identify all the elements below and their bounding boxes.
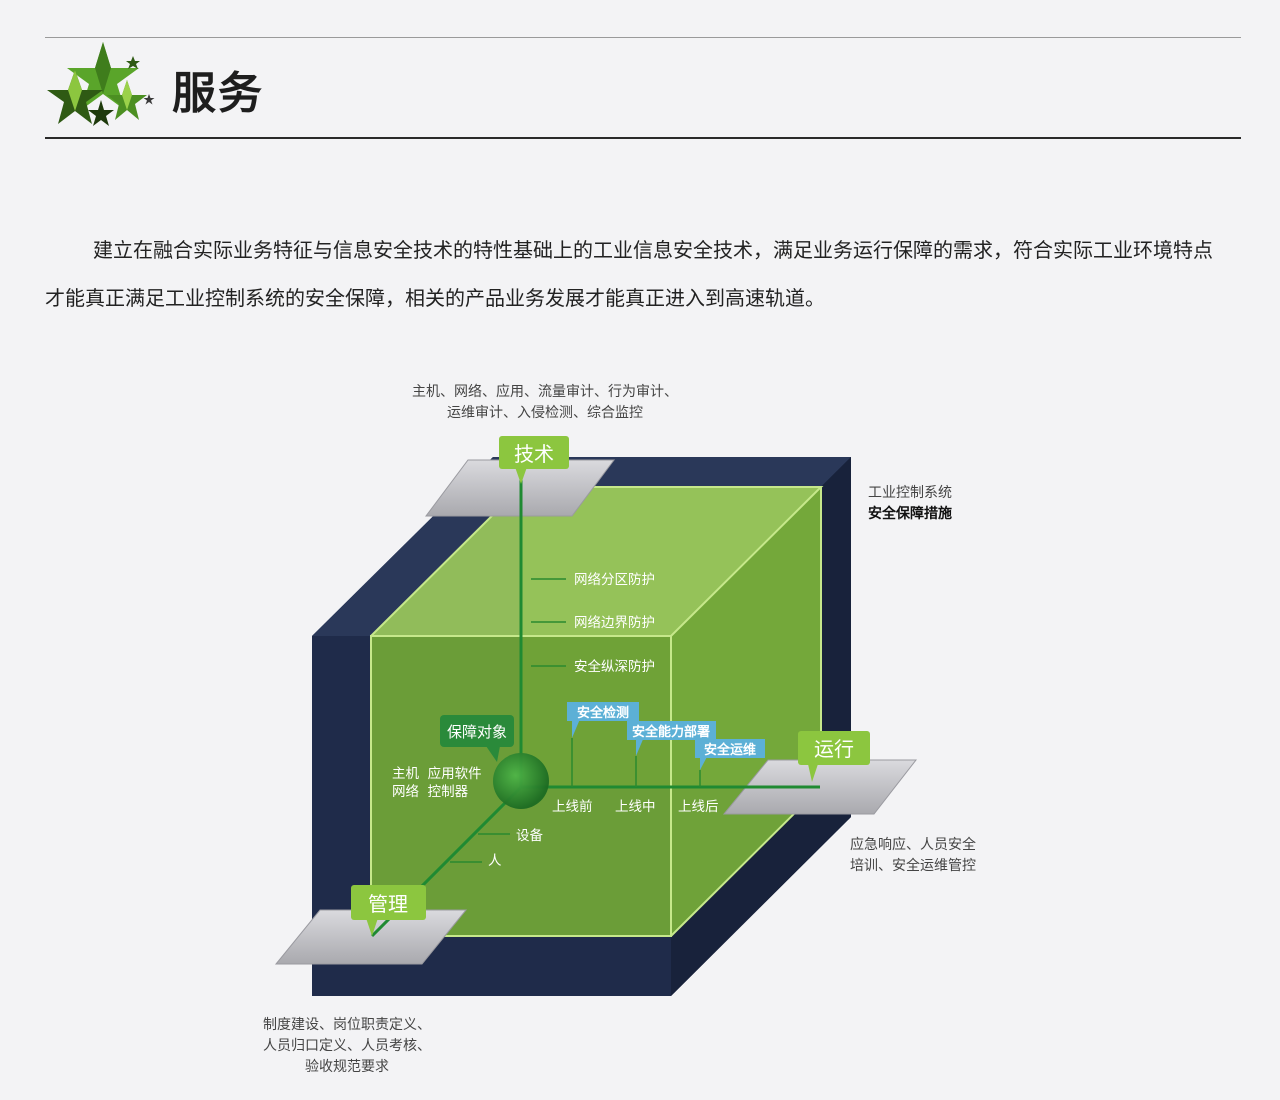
depth-tick-marks — [450, 833, 510, 863]
callout-label-3: 安全运维 — [704, 742, 756, 758]
ops-description: 应急响应、人员安全 培训、安全运维管控 — [850, 835, 976, 877]
mgmt-description-line-1: 制度建设、岗位职责定义、 — [263, 1017, 431, 1033]
vertical-tick-label-3: 安全纵深防护 — [574, 658, 655, 675]
cube-caption-line-1: 工业控制系统 — [868, 485, 952, 501]
mgmt-description: 制度建设、岗位职责定义、 人员归口定义、人员考核、 验收规范要求 — [252, 1015, 442, 1078]
protected-object-tag: 保障对象 — [440, 715, 514, 762]
mgmt-description-line-3: 验收规范要求 — [305, 1059, 389, 1075]
intro-line-1: 建立在融合实际业务特征与信息安全技术的特性基础上的工业信息安全技术，满足业务运行… — [93, 238, 1213, 262]
depth-tick-label-1: 设备 — [516, 827, 544, 844]
tech-label-tag: 技术 — [499, 436, 569, 484]
callout-security-detection: 安全检测 — [567, 702, 639, 738]
ops-label: 运行 — [814, 737, 854, 761]
header-top-rule — [45, 37, 1241, 38]
tech-description-line-2: 运维审计、入侵检测、综合监控 — [447, 405, 643, 421]
tech-description-line-1: 主机、网络、应用、流量审计、行为审计、 — [412, 384, 678, 400]
horizontal-tick-label-3: 上线后 — [678, 799, 719, 815]
protected-items-line-1: 主机 应用软件 — [392, 765, 482, 782]
tech-label: 技术 — [514, 442, 554, 466]
intro-line-2: 才能真正满足工业控制系统的安全保障，相关的产品业务发展才能真正进入到高速轨道。 — [45, 286, 825, 310]
mgmt-label: 管理 — [368, 892, 408, 916]
ops-label-tag: 运行 — [798, 731, 870, 782]
origin-sphere — [493, 753, 549, 809]
vertical-tick-label-2: 网络边界防护 — [574, 615, 655, 631]
cube-caption: 工业控制系统 安全保障措施 — [868, 483, 952, 525]
horizontal-tick-marks — [571, 738, 701, 787]
horizontal-tick-label-2: 上线中 — [615, 799, 656, 815]
intro-paragraph: 建立在融合实际业务特征与信息安全技术的特性基础上的工业信息安全技术，满足业务运行… — [45, 226, 1245, 322]
callout-security-ops: 安全运维 — [695, 739, 765, 770]
callout-label-2: 安全能力部署 — [632, 724, 710, 740]
protected-label: 保障对象 — [447, 723, 507, 741]
cube-caption-line-2: 安全保障措施 — [868, 506, 952, 522]
depth-tick-label-2: 人 — [488, 853, 502, 869]
vertical-tick-label-1: 网络分区防护 — [574, 572, 655, 588]
star-logo-icon — [47, 42, 155, 126]
page-title: 服务 — [172, 68, 264, 119]
header-bottom-rule — [45, 137, 1241, 139]
horizontal-tick-label-1: 上线前 — [552, 798, 593, 815]
callout-capability-deploy: 安全能力部署 — [627, 721, 716, 756]
protected-items-line-2: 网络 控制器 — [392, 784, 469, 800]
vertical-tick-marks — [531, 578, 566, 667]
ops-description-line-1: 应急响应、人员安全 — [850, 837, 976, 853]
mgmt-label-tag: 管理 — [351, 885, 426, 936]
callout-label-1: 安全检测 — [577, 705, 629, 721]
mgmt-description-line-2: 人员归口定义、人员考核、 — [263, 1038, 431, 1054]
tech-description: 主机、网络、应用、流量审计、行为审计、 运维审计、入侵检测、综合监控 — [410, 382, 680, 424]
ops-description-line-2: 培训、安全运维管控 — [850, 858, 976, 874]
